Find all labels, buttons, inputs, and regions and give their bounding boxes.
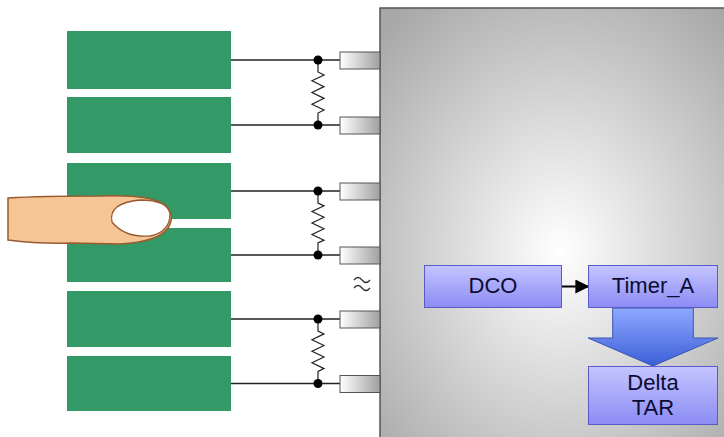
wire	[231, 124, 340, 125]
junction-dot	[314, 315, 323, 324]
touch-pad	[67, 356, 231, 411]
junction-dot	[314, 121, 323, 130]
resistor-symbol	[312, 191, 324, 255]
junction-dot	[314, 251, 323, 260]
wire	[231, 318, 340, 319]
junction-dot	[314, 56, 323, 65]
box-label: Timer_A	[612, 274, 694, 298]
wire	[231, 190, 340, 191]
resistor-symbol	[312, 60, 324, 125]
chip-pin	[340, 52, 380, 69]
process-box: Timer_A	[588, 265, 718, 308]
chip-pin	[340, 311, 380, 328]
box-label: DCO	[469, 274, 518, 298]
touch-pad	[67, 97, 231, 153]
finger-nail	[112, 200, 170, 236]
touch-pads	[67, 31, 380, 411]
touch-pad	[67, 31, 231, 89]
chip-pin	[340, 247, 380, 264]
touch-pad	[67, 291, 231, 347]
chip-pin	[340, 117, 380, 134]
junction-dot	[314, 379, 323, 388]
junction-dot	[314, 187, 323, 196]
process-box: Delta TAR	[588, 366, 718, 425]
chip-pin	[340, 376, 380, 393]
block-arrow	[588, 308, 718, 366]
finger	[8, 196, 171, 244]
wire	[231, 59, 340, 60]
signal-arrow	[562, 286, 588, 288]
chip-body	[380, 8, 724, 437]
finger-skin	[8, 196, 171, 244]
wire	[231, 383, 340, 384]
chip-pin	[340, 183, 380, 200]
resistor-symbol	[312, 319, 324, 384]
process-box: DCO	[424, 265, 562, 308]
wire	[231, 254, 340, 255]
box-label: Delta TAR	[617, 371, 689, 419]
break-mark	[354, 278, 370, 291]
